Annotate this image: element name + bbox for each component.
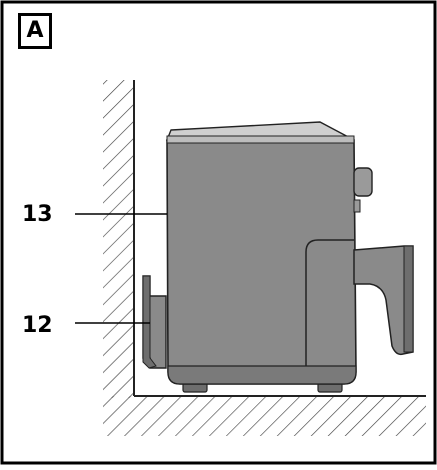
air-fryer-appliance [142, 121, 414, 393]
floor-hatch [103, 395, 426, 436]
knob-stem [353, 199, 361, 213]
rear-spacer-edge [142, 275, 157, 369]
appliance-body [166, 139, 357, 385]
callout-13: 13 [22, 202, 53, 227]
callout-12: 12 [22, 313, 53, 338]
base-band [167, 365, 357, 385]
panel-label: A [18, 13, 52, 49]
basket-drawer-outline [305, 239, 354, 366]
control-knob [353, 167, 373, 197]
wall-hatch [103, 80, 135, 398]
handle-grip [403, 245, 414, 353]
basket-handle [353, 245, 414, 356]
lid-band [166, 135, 355, 144]
